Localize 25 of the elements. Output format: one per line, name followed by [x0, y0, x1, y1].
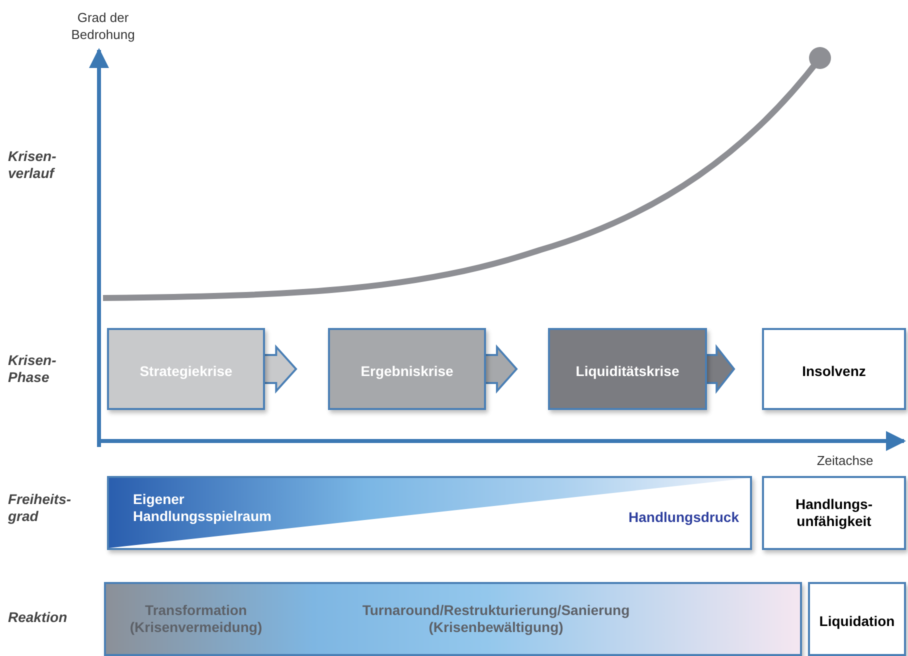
node-text: Ergebniskrise: [360, 363, 454, 380]
node-text: Handlungsdruck: [628, 509, 739, 526]
node-text: Liquiditätskrise: [574, 363, 680, 380]
node-text: Insolvenz: [801, 363, 867, 380]
phase-box: [808, 582, 906, 656]
phase-box: [548, 328, 707, 410]
phase-box: [762, 476, 906, 550]
gradient-band: [104, 582, 802, 656]
block-arrow: [484, 344, 518, 394]
phase-box: [107, 328, 265, 410]
node-text: Turnaround/Restrukturierung/Sanierung (Krisenbewältigung): [361, 602, 631, 636]
node-text: Eigener Handlungsspielraum: [133, 491, 272, 525]
row-label: Krisen- Phase: [8, 352, 58, 386]
node-text: Transformation (Krisenvermeidung): [128, 602, 264, 636]
node-text: Liquidation: [818, 613, 896, 630]
block-arrow: [263, 344, 298, 394]
axis-title: Zeitachse: [816, 452, 874, 469]
node-text: Handlungs- unfähigkeit: [794, 496, 874, 530]
phase-box: [328, 328, 486, 410]
axis-title: Grad der Bedrohung: [70, 9, 136, 43]
row-label: Krisen- verlauf: [8, 148, 58, 182]
block-arrow: [705, 344, 736, 394]
gradient-band: [107, 476, 752, 550]
phase-box: [762, 328, 906, 410]
row-label: Reaktion: [8, 609, 68, 626]
